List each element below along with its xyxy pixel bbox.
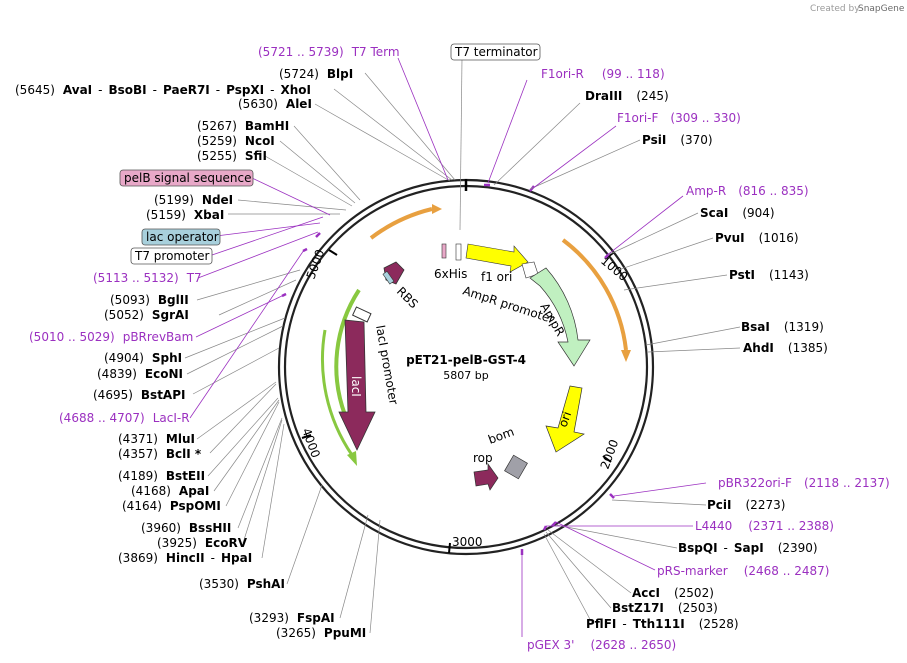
primer-t7: (5113 .. 5132)T7 [93, 271, 202, 285]
t7-terminator-box [450, 43, 541, 61]
enzyme-hpai-group: (3869)HincII-HpaI [118, 551, 252, 565]
green-feature-inner [334, 288, 361, 416]
lac-operator-box [141, 228, 221, 246]
snapgene-brand: SnapGene [858, 4, 905, 14]
rbs-label: RBS [394, 284, 421, 311]
laci-promoter-label: lacI promoter [373, 324, 401, 406]
primer-prs-marker: pRS-marker(2468 .. 2487) [657, 564, 829, 578]
enzyme-bglii: (5093)BglII [110, 293, 189, 307]
enzyme-acci: AccI(2502) [632, 586, 714, 600]
orange-feature-top [369, 207, 433, 240]
enzyme-ahdi: AhdI(1385) [743, 341, 828, 355]
backbone-inner [283, 184, 649, 550]
lac-operator-mark [382, 270, 395, 285]
tick-label-3000: 3000 [452, 535, 483, 549]
primer-f1ori-f: F1ori-F(309 .. 330) [617, 111, 741, 125]
primer-t7-term: (5721 .. 5739)T7 Term [258, 45, 400, 59]
t7-terminator-label: T7 terminator [454, 45, 538, 59]
rop-label: rop [473, 451, 493, 465]
enzyme-bamhi: (5267)BamHI [197, 119, 289, 133]
tick-label-5000: 5000 [304, 248, 328, 281]
leader-lines [184, 58, 741, 634]
laci-label: lacI [349, 376, 363, 397]
orange-feature-right [561, 238, 628, 351]
t7-terminator-mark [455, 243, 462, 261]
laci-promoter-box [351, 306, 372, 323]
primer-f1ori-r: F1ori-R(99 .. 118) [541, 67, 665, 81]
enzyme-draiii: DraIII(245) [585, 89, 669, 103]
enzyme-sfii: (5255)SfiI [197, 149, 267, 163]
ori-label: ori [556, 410, 574, 429]
right-labels: F1ori-R(99 .. 118) DraIII(245) F1ori-F(3… [527, 67, 890, 652]
enzyme-fspai: (3293)FspAI [249, 611, 335, 625]
enzyme-ppumi: (3265)PpuMI [276, 626, 366, 640]
enzyme-sgrai: (5052)SgrAI [104, 308, 189, 322]
pelb-label: pelB signal sequence [124, 171, 252, 185]
enzyme-ncoi: (5259)NcoI [197, 134, 275, 148]
enzyme-apai: (4168)ApaI [131, 484, 209, 498]
enzyme-pspomi: (4164)PspOMI [122, 499, 221, 513]
enzyme-bsshii: (3960)BssHII [141, 521, 231, 535]
primer-pgex3: pGEX 3'(2628 .. 2650) [527, 638, 676, 652]
enzyme-ndei: (5199)NdeI [154, 193, 233, 207]
boxed-labels: T7 terminator pelB signal sequence lac o… [119, 43, 541, 265]
primer-leader-lines [189, 57, 707, 637]
enzyme-econi: (4839)EcoNI [97, 367, 183, 381]
enzyme-pvui: PvuI(1016) [715, 231, 799, 245]
left-labels: (5721 .. 5739)T7 Term (5724)BlpI (5645)A… [15, 45, 400, 640]
enzyme-pshai: (3530)PshAI [199, 577, 285, 591]
primer-l4440: L4440(2371 .. 2388) [695, 519, 834, 533]
features: lacI lacI promoter RBS 6xHis f1 ori AmpR… [320, 204, 631, 491]
enzyme-scai: ScaI(904) [700, 206, 775, 220]
rop-arrow [473, 462, 499, 491]
enzyme-sapi-group: BspQI-SapI(2390) [678, 541, 818, 555]
enzyme-bcli: (4357)BclI * [118, 447, 202, 461]
laci-arrow [338, 319, 376, 451]
primer-pbr322ori-f: pBR322ori-F(2118 .. 2137) [718, 476, 890, 490]
orange-feature-right-head [621, 350, 631, 362]
enzyme-xhoi-group: (5645)AvaI-BsoBI-PaeR7I-PspXI-XhoI [15, 83, 311, 97]
green-feature-outer [320, 329, 354, 456]
enzyme-bsteii: (4189)BstEII [118, 469, 205, 483]
green-feature-outer-head [347, 451, 357, 466]
bom-box [504, 454, 528, 480]
enzyme-pcii: PciI(2273) [707, 498, 785, 512]
primer-laci-r: (4688 .. 4707)LacI-R [59, 411, 190, 425]
enzyme-mlui: (4371)MluI [118, 432, 195, 446]
bom-label: bom [486, 425, 516, 447]
lac-operator-label: lac operator [146, 230, 219, 244]
f1-ori-label: f1 ori [481, 270, 512, 284]
enzyme-bsai: BsaI(1319) [741, 320, 824, 334]
primer-amp-r: Amp-R(816 .. 835) [686, 184, 809, 198]
primer-pbrrevbam: (5010 .. 5029)pBRrevBam [29, 330, 193, 344]
his-tag-mark [441, 243, 447, 259]
enzyme-ecorv: (3925)EcoRV [157, 536, 248, 550]
t7-promoter-label: T7 promoter [134, 249, 210, 263]
orange-feature-top-head [432, 204, 442, 214]
plasmid-name: pET21-pelB-GST-4 [406, 353, 526, 367]
enzyme-psii: PsiI(370) [642, 133, 713, 147]
enzyme-alei: (5630)AleI [238, 97, 312, 111]
enzyme-tth111i-group: PflFI-Tth111I(2528) [586, 617, 739, 631]
ampr-arrow [529, 267, 591, 367]
ori-arrow [545, 385, 585, 453]
pelb-box [119, 169, 254, 187]
plasmid-length: 5807 bp [443, 369, 488, 382]
credit-text: Created by [810, 4, 860, 14]
f1-ori-arrow [465, 243, 529, 273]
enzyme-xbai: (5159)XbaI [146, 208, 224, 222]
enzyme-blpi: (5724)BlpI [279, 67, 353, 81]
enzyme-psti: PstI(1143) [729, 268, 809, 282]
his-label: 6xHis [434, 267, 467, 281]
enzyme-sphi: (4904)SphI [104, 351, 182, 365]
t7-promoter-box [130, 247, 213, 265]
enzyme-bstapi: (4695)BstAPI [93, 388, 185, 402]
enzyme-bstz17i: BstZ17I(2503) [612, 601, 718, 615]
